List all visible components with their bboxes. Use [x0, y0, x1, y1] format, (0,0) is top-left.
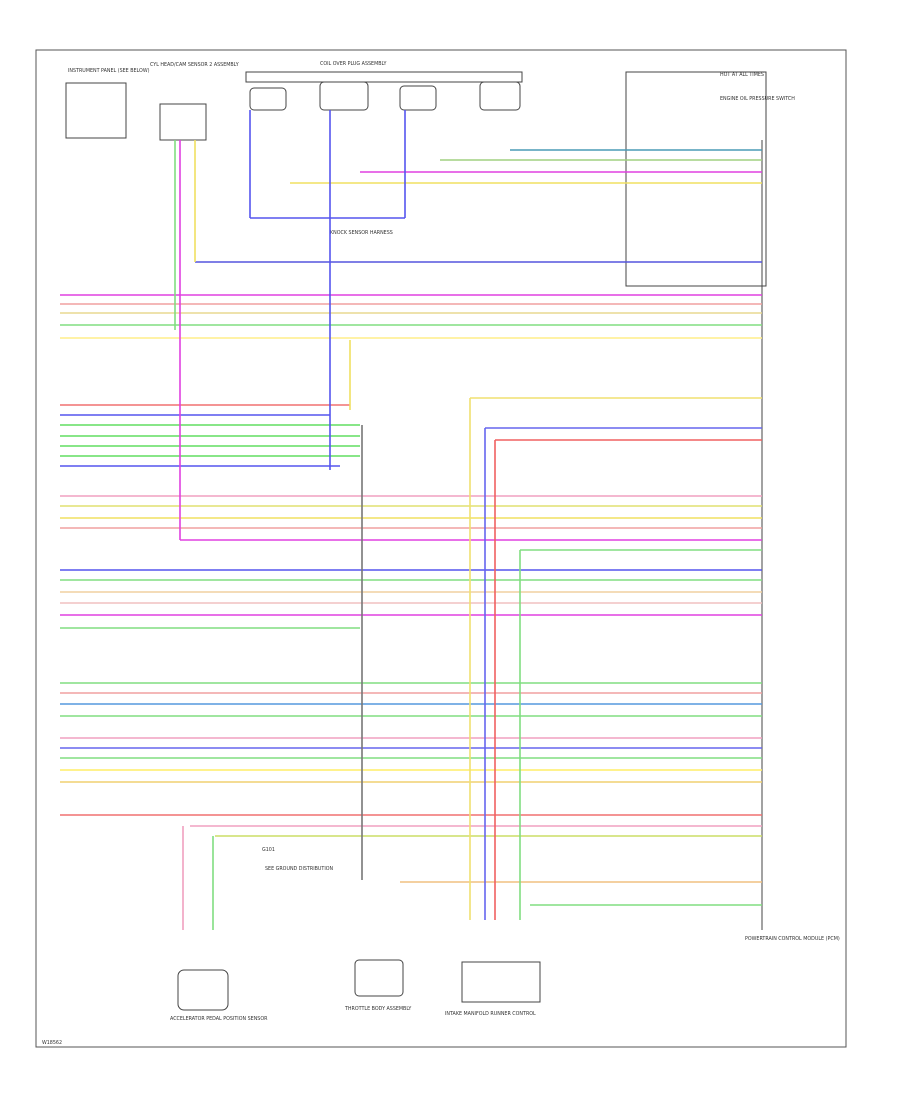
pcm-label: POWERTRAIN CONTROL MODULE (PCM)	[745, 936, 840, 942]
throttle-body-label: THROTTLE BODY ASSEMBLY	[344, 1006, 411, 1012]
coil-pack-header	[245, 71, 523, 83]
intake-manifold-runner	[461, 961, 541, 1003]
cam-sensor-connector	[159, 103, 207, 141]
diagram-frame	[35, 49, 847, 1048]
oil-pressure-label: ENGINE OIL PRESSURE SWITCH	[720, 96, 795, 102]
diagram-code: W18562	[42, 1040, 62, 1046]
coil-4	[479, 81, 521, 111]
hot-at-all-times-label: HOT AT ALL TIMES	[720, 72, 764, 78]
splice-note: SEE GROUND DISTRIBUTION	[265, 866, 334, 872]
coil-3	[399, 85, 437, 111]
cam-sensor-label: CYL HEAD/CAM SENSOR 2 ASSEMBLY	[150, 62, 239, 68]
instrument-panel-label: INSTRUMENT PANEL (SEE BELOW)	[68, 68, 150, 74]
ground-label: G101	[262, 847, 275, 853]
wire-bundle	[60, 110, 762, 930]
coil-pack-label: COIL OVER PLUG ASSEMBLY	[320, 61, 387, 67]
intake-manifold-label: INTAKE MANIFOLD RUNNER CONTROL	[445, 1011, 536, 1017]
accel-pedal-label: ACCELERATOR PEDAL POSITION SENSOR	[170, 1016, 268, 1022]
instrument-panel-connector	[65, 82, 127, 139]
accel-pedal-sensor	[177, 969, 229, 1011]
knock-sensor-label: KNOCK SENSOR HARNESS	[330, 230, 393, 236]
oil-pressure-region	[625, 71, 767, 287]
coil-2	[319, 81, 369, 111]
coil-1	[249, 87, 287, 111]
throttle-body	[354, 959, 404, 997]
